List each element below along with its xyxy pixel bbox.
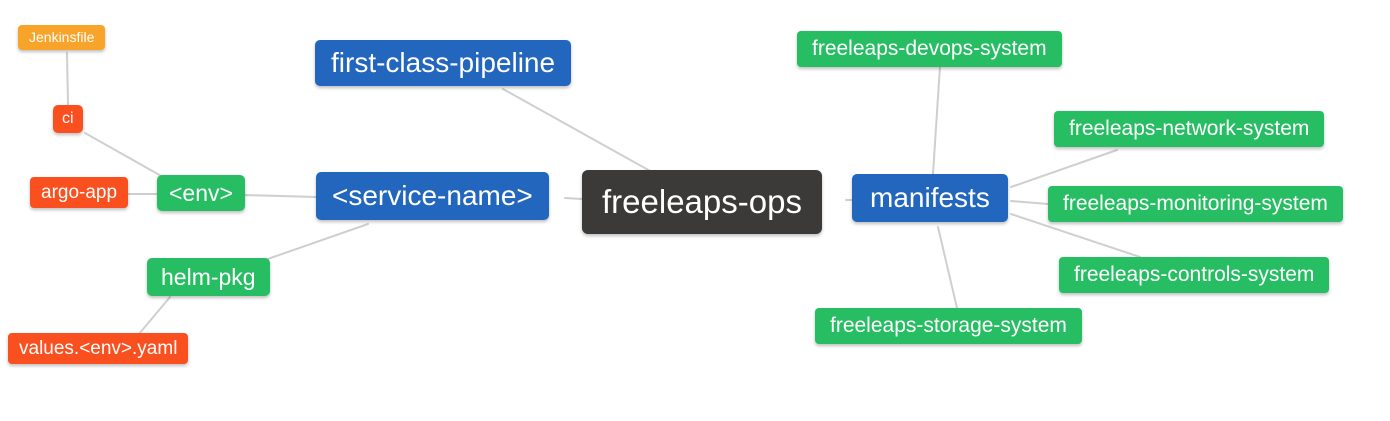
edge-ci-env (84, 132, 164, 178)
edge-manifests-devops-system (932, 65, 941, 175)
node-first-class-pipeline[interactable]: first-class-pipeline (315, 40, 572, 87)
node-freeleaps-network-system[interactable]: freeleaps-network-system (1054, 111, 1325, 147)
edge-fcp-freeleaps-ops (502, 88, 653, 173)
node-freeleaps-ops-root[interactable]: freeleaps-ops (582, 170, 822, 235)
node-freeleaps-devops-system[interactable]: freeleaps-devops-system (797, 31, 1062, 67)
edge-manifests-controls-system (1010, 213, 1141, 258)
node-freeleaps-controls-system[interactable]: freeleaps-controls-system (1059, 257, 1330, 293)
node-argo-app[interactable]: argo-app (30, 177, 129, 209)
node-env[interactable]: <env> (157, 175, 245, 212)
edge-values-helm-pkg (138, 296, 171, 335)
edge-jenkinsfile-ci (66, 52, 69, 106)
edge-helm-pkg-service-name (261, 223, 369, 262)
node-values-env-yaml[interactable]: values.<env>.yaml (8, 333, 189, 365)
edge-manifests-storage-system (937, 226, 958, 309)
node-freeleaps-monitoring-system[interactable]: freeleaps-monitoring-system (1048, 186, 1343, 222)
edge-env-service-name (242, 194, 317, 198)
edge-manifests-network-system (1010, 149, 1118, 188)
node-service-name[interactable]: <service-name> (316, 172, 549, 221)
edge-service-name-freeleaps-ops (564, 197, 583, 200)
edge-manifests-monitoring-system (1010, 200, 1049, 205)
node-freeleaps-storage-system[interactable]: freeleaps-storage-system (815, 308, 1082, 344)
node-helm-pkg[interactable]: helm-pkg (147, 258, 270, 297)
node-jenkinsfile[interactable]: Jenkinsfile (18, 25, 106, 51)
node-manifests[interactable]: manifests (852, 174, 1008, 223)
node-ci[interactable]: ci (53, 105, 83, 133)
